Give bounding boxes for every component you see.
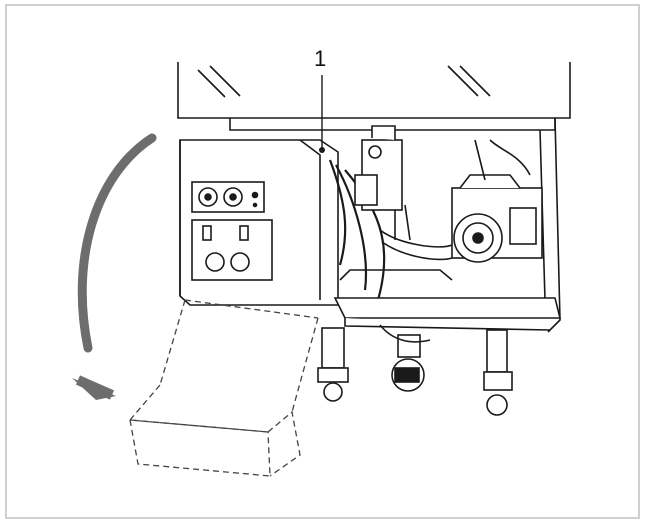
dashed-outline-lowered-box (129, 299, 319, 477)
figure-frame (5, 4, 640, 519)
pipe-fittings (317, 324, 513, 416)
switch-right-icon (239, 225, 249, 241)
knob-right-icon (230, 252, 250, 272)
rotation-arrow-icon (77, 133, 157, 353)
pump (451, 139, 543, 263)
gas-valve (354, 125, 403, 211)
switch-left-icon (202, 225, 212, 241)
knob-left-icon (205, 252, 225, 272)
control-box (179, 139, 339, 306)
bottom-tray (333, 297, 562, 331)
callout-label-1: 1 (314, 46, 327, 71)
pipework (339, 204, 453, 281)
